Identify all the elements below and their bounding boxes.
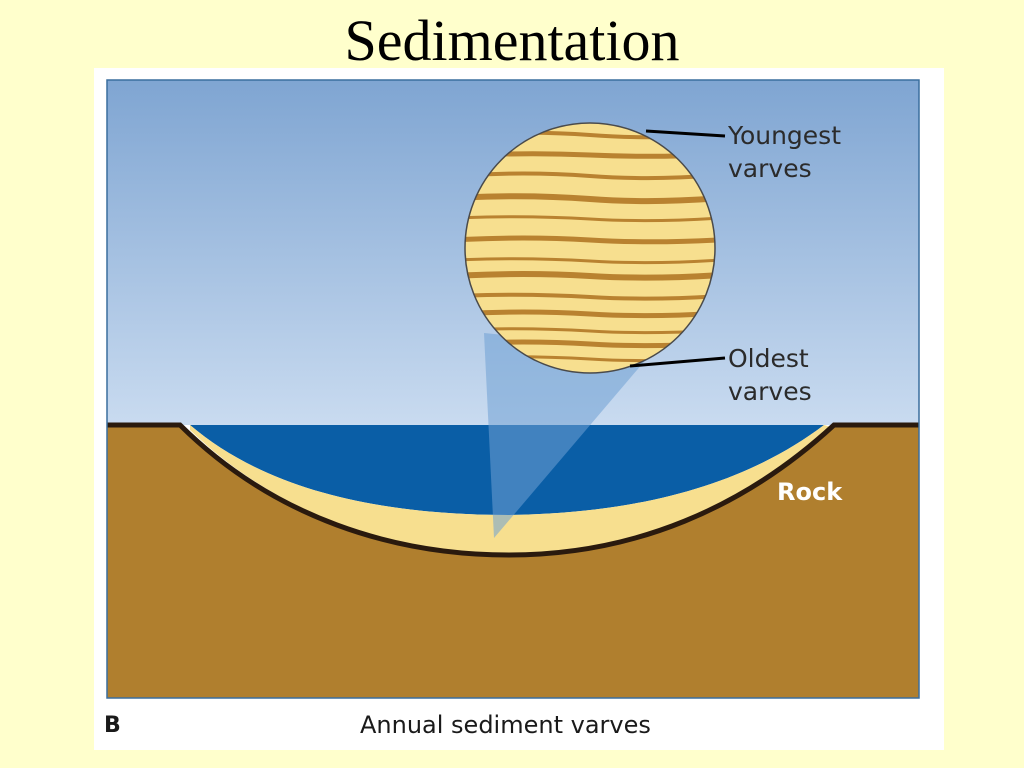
slide-title: Sedimentation — [344, 8, 680, 73]
youngest-leader-line — [645, 129, 726, 138]
rock-label: Rock — [777, 478, 843, 506]
youngest-varves-label: Youngest varves — [728, 119, 841, 185]
oldest-varves-label: Oldest varves — [728, 342, 812, 408]
varve-magnifier-circle — [465, 123, 715, 373]
magnification-beam — [484, 333, 654, 538]
diagram-frame — [106, 79, 920, 699]
oldest-leader-line — [629, 356, 726, 368]
oldest-label-line1: Oldest — [728, 344, 809, 373]
figure-panel: Youngest varves Oldest varves Rock B Ann… — [94, 68, 944, 750]
varve-diagram — [106, 79, 920, 699]
figure-caption: Annual sediment varves — [360, 711, 651, 739]
sediment-layer — [190, 425, 834, 553]
varve-magnifier-outline — [464, 122, 716, 374]
oldest-label-line2: varves — [728, 377, 812, 406]
rock-ground — [107, 425, 919, 698]
panel-letter: B — [104, 713, 121, 738]
youngest-label-line2: varves — [728, 154, 812, 183]
ground-outline — [107, 422, 919, 558]
youngest-label-line1: Youngest — [728, 121, 842, 150]
